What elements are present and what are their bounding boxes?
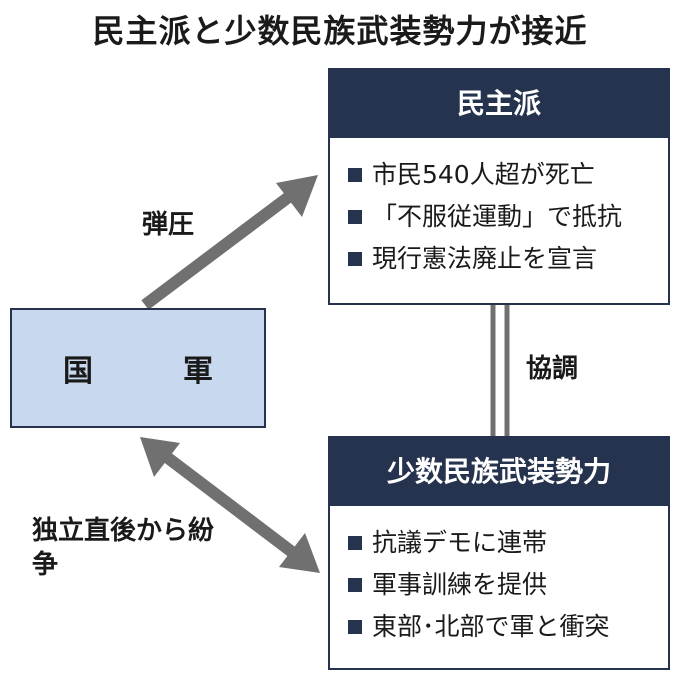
square-bullet-icon — [348, 168, 362, 182]
square-bullet-icon — [348, 252, 362, 266]
democrats-box: 民主派 市民540人超が死亡 「不服従運動」で抵抗 現行憲法廃止を宣言 — [328, 68, 670, 305]
list-item: 抗議デモに連帯 — [348, 522, 668, 564]
conflict-label: 独立直後から紛争 — [32, 516, 215, 580]
square-bullet-icon — [348, 578, 362, 592]
list-item: 「不服従運動」で抵抗 — [348, 196, 668, 238]
ethnic-groups-list: 抗議デモに連帯 軍事訓練を提供 東部･北部で軍と衝突 — [330, 506, 668, 648]
list-item: 軍事訓練を提供 — [348, 564, 668, 606]
democrats-title: 民主派 — [330, 70, 668, 138]
list-item: 現行憲法廃止を宣言 — [348, 238, 668, 280]
square-bullet-icon — [348, 210, 362, 224]
army-box: 国 軍 — [10, 308, 266, 428]
list-item: 東部･北部で軍と衝突 — [348, 606, 668, 648]
square-bullet-icon — [348, 620, 362, 634]
ethnic-groups-box: 少数民族武装勢力 抗議デモに連帯 軍事訓練を提供 東部･北部で軍と衝突 — [328, 436, 670, 670]
ethnic-groups-title: 少数民族武装勢力 — [330, 438, 668, 506]
crackdown-arrow — [141, 175, 318, 310]
cooperation-label: 協調 — [526, 354, 579, 384]
diagram-title: 民主派と少数民族武装勢力が接近 — [92, 12, 588, 50]
conflict-arrow — [140, 437, 320, 573]
square-bullet-icon — [348, 536, 362, 550]
crackdown-label: 弾圧 — [142, 210, 195, 240]
democrats-list: 市民540人超が死亡 「不服従運動」で抵抗 現行憲法廃止を宣言 — [330, 138, 668, 280]
list-item: 市民540人超が死亡 — [348, 154, 668, 196]
cooperation-link — [490, 305, 510, 436]
army-label: 国 軍 — [63, 354, 243, 389]
